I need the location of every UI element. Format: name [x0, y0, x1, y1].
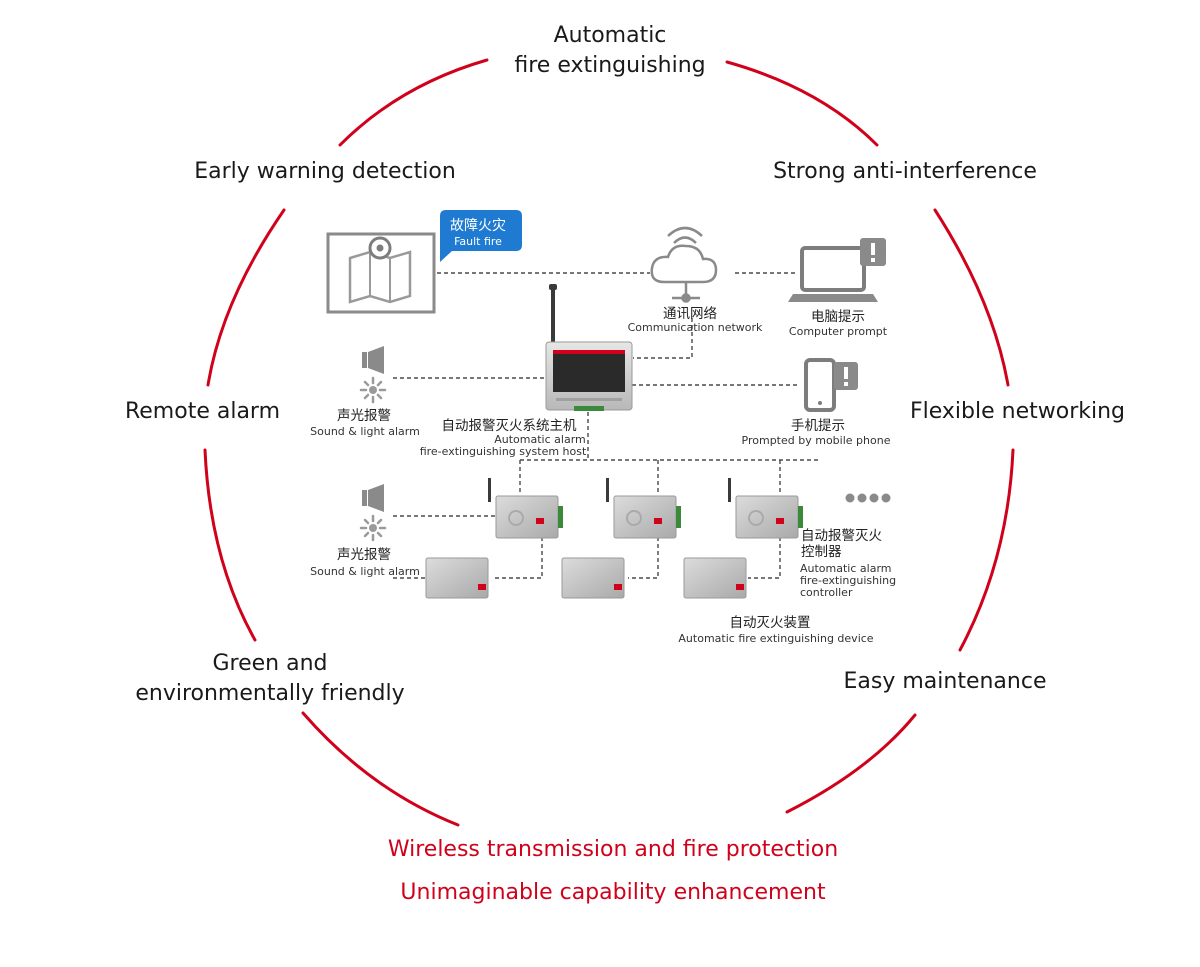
computer-label-cn: 电脑提示 [811, 309, 865, 325]
map-icon [326, 232, 436, 314]
sound-light-2-cn: 声光报警 [337, 547, 391, 563]
ring-arc-bottom-right [785, 713, 917, 814]
feature-easy-maintenance: Easy maintenance [843, 669, 1047, 694]
network-label-cn: 通讯网络 [663, 306, 717, 322]
device-label-en: Automatic fire extinguishing device [678, 632, 873, 645]
feature-flexible-networking: Flexible networking [909, 399, 1125, 424]
speaker-icon-2 [362, 484, 384, 512]
controller-label-en2: fire-extinguishing [800, 574, 896, 587]
extinguishing-device-3 [683, 557, 747, 599]
host-label-en1: Automatic alarm [494, 433, 586, 446]
extinguishing-device-2 [561, 557, 625, 599]
feature-early-warning: Early warning detection [194, 159, 456, 184]
fault-fire-badge: 故障火灾 Fault fire [440, 210, 522, 262]
sound-light-1-en: Sound & light alarm [310, 425, 420, 438]
computer-label-en: Computer prompt [789, 325, 888, 338]
device-label-cn: 自动灭火装置 [730, 615, 811, 631]
phone-icon [804, 358, 836, 412]
controller-label-cn1: 自动报警灭火 [801, 528, 882, 544]
ring-arc-upper-left [206, 208, 286, 387]
strobe-light-icon-2 [359, 514, 387, 542]
sound-light-1-cn: 声光报警 [337, 408, 391, 424]
feature-green-line2: environmentally friendly [135, 681, 405, 706]
feature-automatic-fire-line1: Automatic [553, 23, 667, 48]
controller-label-en3: controller [800, 586, 853, 599]
ring-arc-lower-right [958, 448, 1015, 652]
host-label-en2: fire-extinguishing system host [420, 445, 587, 458]
laptop-icon [788, 246, 878, 302]
fault-fire-en: Fault fire [454, 235, 502, 248]
ring-arc-top-right [725, 60, 879, 147]
cloud-network-icon [650, 226, 718, 303]
ring-arc-lower-left [203, 448, 257, 642]
feature-green-line1: Green and [212, 651, 328, 676]
mobile-label-en: Prompted by mobile phone [742, 434, 891, 447]
controller-device-1 [488, 478, 563, 539]
computer-alert-icon [860, 238, 886, 266]
extinguishing-device-1 [425, 557, 489, 599]
ring-arc-bottom-left [301, 711, 460, 827]
fault-fire-cn: 故障火灾 [450, 217, 506, 234]
mobile-label-cn: 手机提示 [791, 418, 845, 434]
feature-automatic-fire-line2: fire extinguishing [514, 53, 706, 78]
outer-ring [203, 58, 1015, 827]
feature-remote-alarm: Remote alarm [124, 399, 281, 424]
ring-arc-top-left [338, 58, 489, 147]
host-label-cn: 自动报警灭火系统主机 [442, 418, 577, 434]
phone-alert-icon [834, 362, 858, 390]
sound-light-2-en: Sound & light alarm [310, 565, 420, 578]
controller-label-en1: Automatic alarm [800, 562, 892, 575]
feature-green: Green and environmentally friendly [120, 649, 420, 709]
speaker-icon-1 [362, 346, 384, 374]
tagline-line2: Unimaginable capability enhancement [400, 880, 826, 905]
controller-device-3 [728, 478, 803, 539]
more-devices-dots [845, 493, 891, 503]
network-label-en: Communication network [628, 321, 763, 334]
ring-arc-upper-right [933, 208, 1010, 387]
connection-lines [393, 272, 820, 579]
controller-label-cn2: 控制器 [801, 544, 842, 560]
strobe-light-icon-1 [359, 376, 387, 404]
feature-anti-interference: Strong anti-interference [773, 159, 1037, 184]
controller-device-2 [606, 478, 681, 539]
system-host-device [545, 284, 633, 411]
tagline-line1: Wireless transmission and fire protectio… [387, 837, 839, 862]
feature-automatic-fire: Automatic fire extinguishing [510, 21, 710, 81]
